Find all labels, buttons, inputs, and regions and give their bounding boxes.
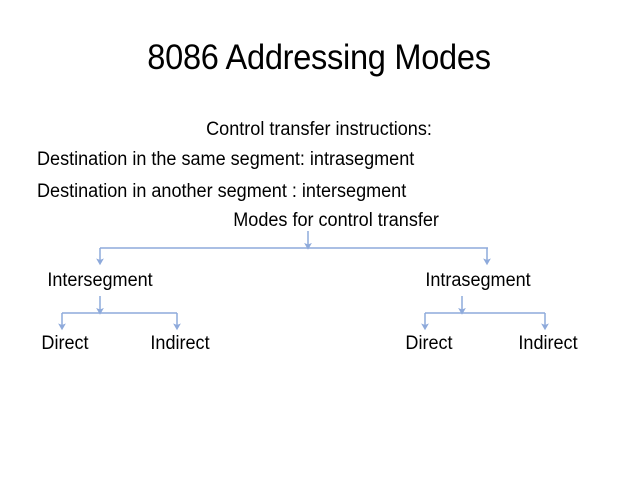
body-line-same-segment: Destination in the same segment: intrase… (37, 149, 415, 170)
tree-leaf-intrasegment-direct: Direct (405, 333, 453, 354)
body-line-control-transfer-instructions: Control transfer instructions: (206, 119, 432, 140)
tree-node-intrasegment: Intrasegment (425, 270, 531, 291)
body-line-another-segment: Destination in another segment : interse… (37, 181, 407, 202)
page-title: 8086 Addressing Modes (147, 38, 491, 77)
tree-leaf-intersegment-direct: Direct (41, 333, 89, 354)
tree-leaf-intrasegment-indirect: Indirect (518, 333, 578, 354)
tree-node-intersegment: Intersegment (47, 270, 153, 291)
tree-leaf-intersegment-indirect: Indirect (150, 333, 210, 354)
tree-root-label: Modes for control transfer (233, 210, 439, 231)
